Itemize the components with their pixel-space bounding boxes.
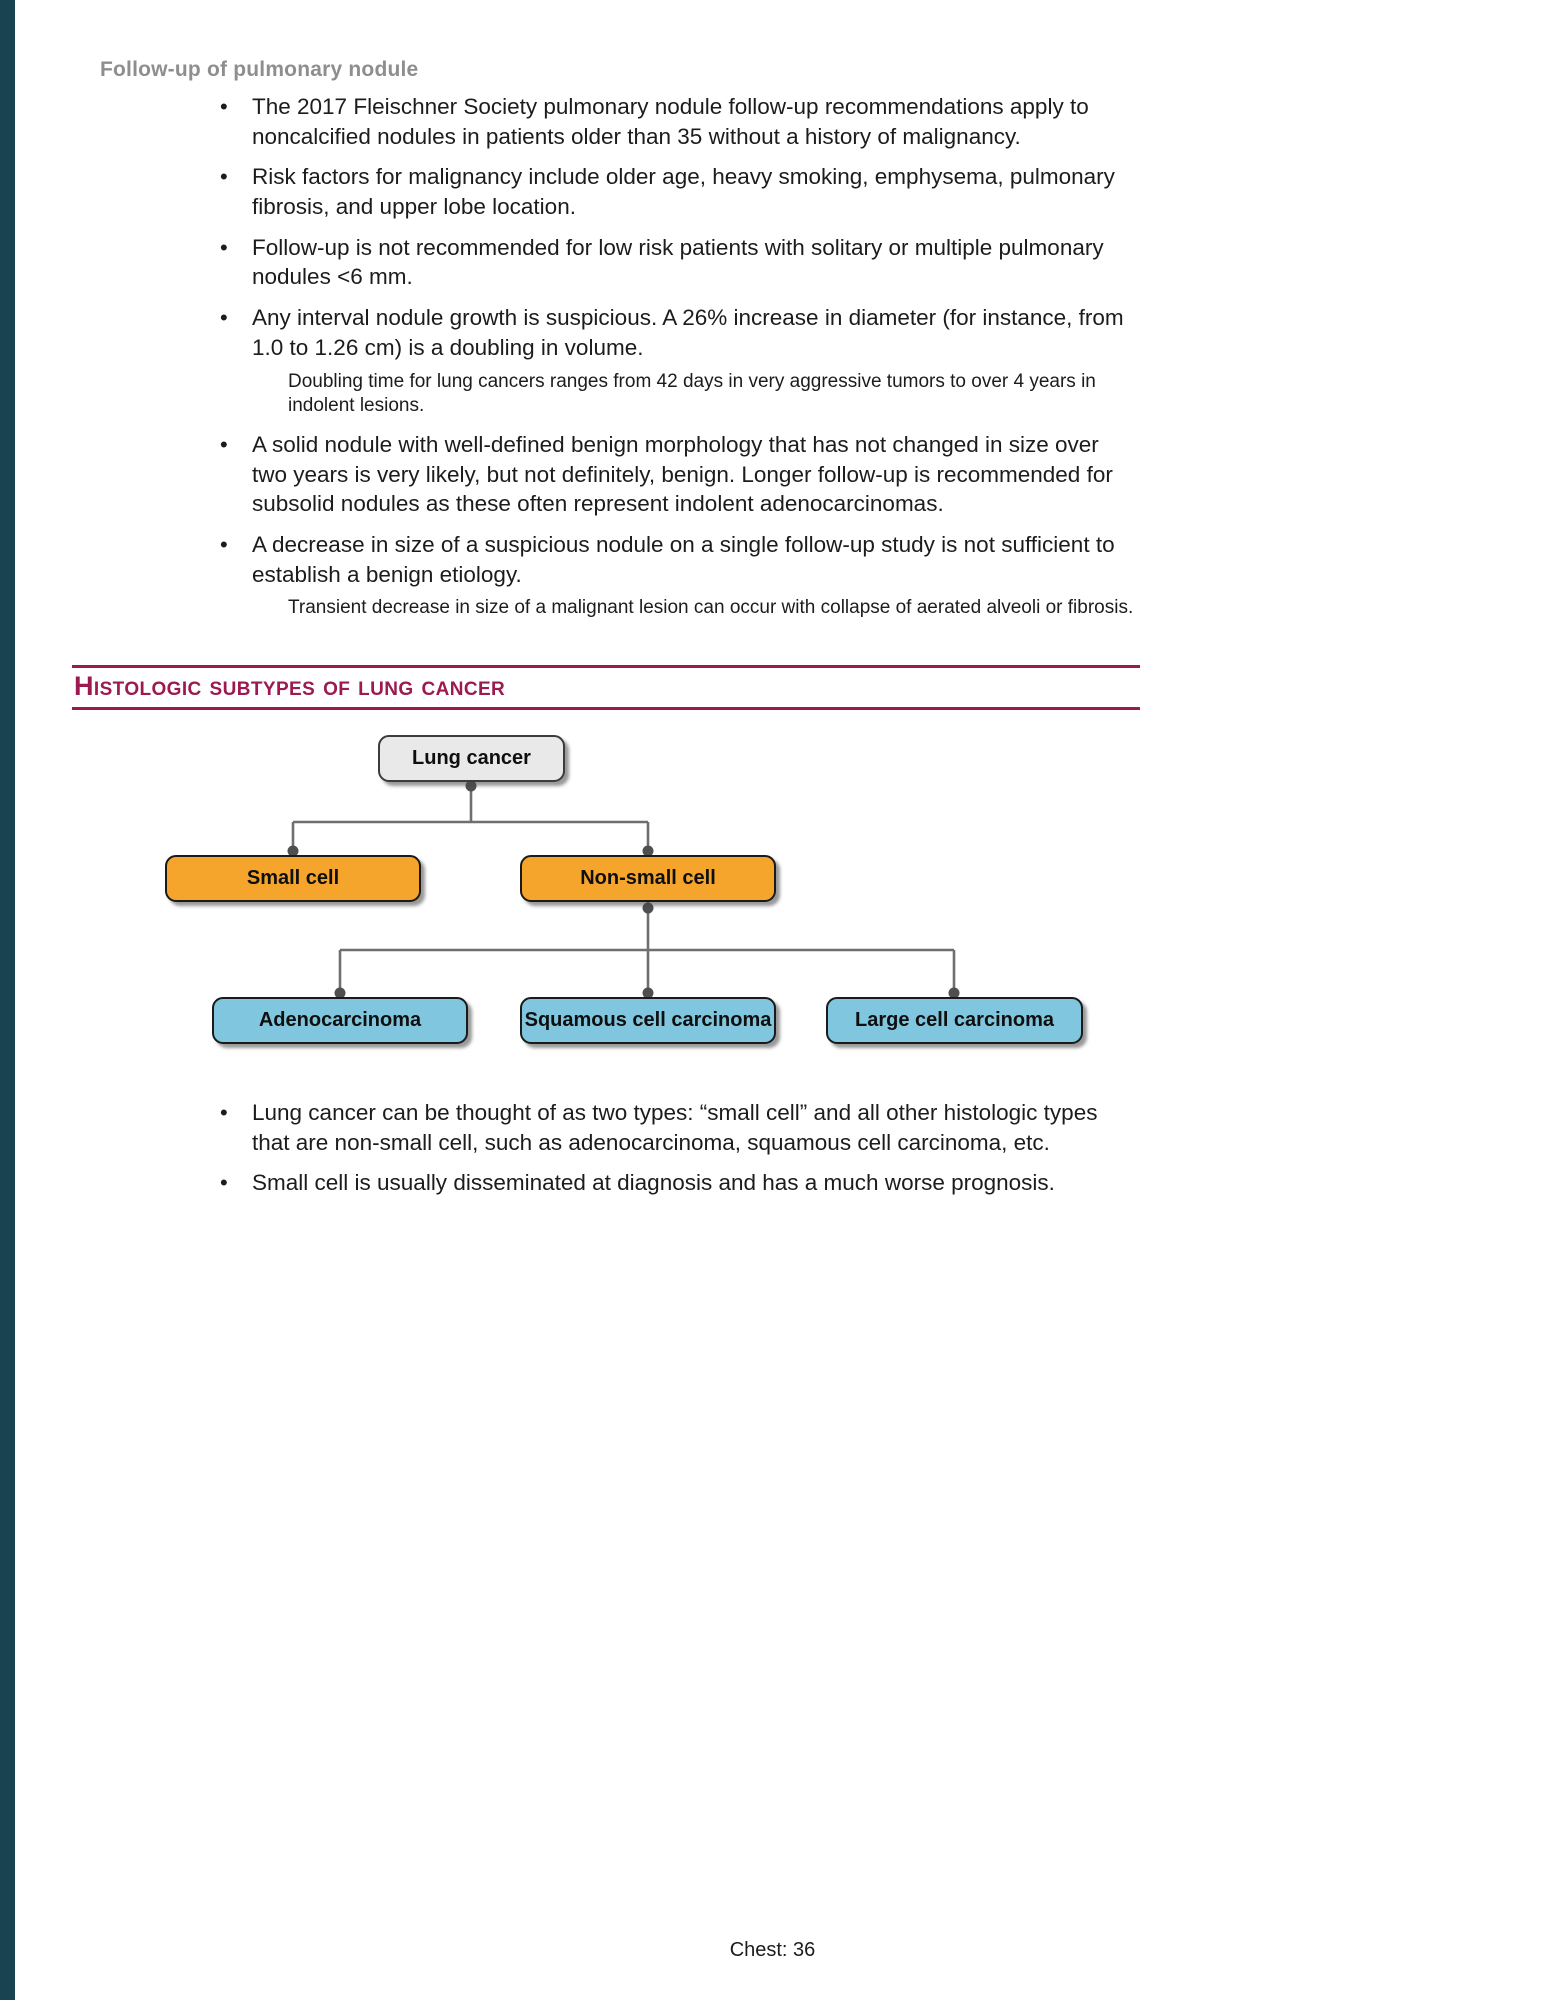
lung-cancer-flowchart: Lung cancer Small cell Non-small cell Ad… [0,732,1545,1062]
bullet-text: A solid nodule with well-defined benign … [252,431,1113,517]
bullet-subnote: Doubling time for lung cancers ranges fr… [288,370,1096,417]
page-number: Chest: 36 [729,1939,816,1961]
bullet-text: Risk factors for malignancy include olde… [252,164,1115,220]
node-non-small-cell: Non-small cell [520,855,776,902]
node-small-cell: Small cell [165,855,421,902]
bullet-item: Any interval nodule growth is suspicious… [218,303,1138,419]
bullet-list-top: The 2017 Fleischner Society pulmonary no… [218,92,1138,621]
flowchart-connectors [287,780,960,999]
bullet-item: Follow-up is not recommended for low ris… [218,233,1138,292]
bullet-item: Small cell is usually disseminated at di… [218,1168,1138,1198]
bullet-item: The 2017 Fleischner Society pulmonary no… [218,92,1138,151]
bullet-list-bottom: Lung cancer can be thought of as two typ… [218,1098,1138,1198]
page-accent-bar [0,0,15,2000]
node-lung-cancer: Lung cancer [378,735,565,782]
subsection-heading: Follow-up of pulmonary nodule [100,58,419,81]
bullet-item: A decrease in size of a suspicious nodul… [218,530,1138,621]
bullet-item: Risk factors for malignancy include olde… [218,162,1138,221]
bullet-text: Follow-up is not recommended for low ris… [252,234,1104,290]
section-heading-rule-block: Histologic subtypes of lung cancer [72,665,1140,710]
bullet-text: Any interval nodule growth is suspicious… [252,305,1124,360]
bullet-subnote: Transient decrease in size of a malignan… [288,597,1134,619]
page-footer: Chest: 36 [0,1939,1545,1962]
page-content: Follow-up of pulmonary nodule The 2017 F… [0,0,1545,1198]
bullet-text: A decrease in size of a suspicious nodul… [252,531,1115,587]
bullet-text: The 2017 Fleischner Society pulmonary no… [252,94,1089,149]
bullet-text: Lung cancer can be thought of as two typ… [252,1100,1098,1155]
section-heading: Histologic subtypes of lung cancer [74,671,506,701]
bullet-text: Small cell is usually disseminated at di… [252,1170,1055,1196]
node-adenocarcinoma: Adenocarcinoma [212,997,468,1044]
bullet-item: Lung cancer can be thought of as two typ… [218,1098,1138,1157]
node-large-cell-carcinoma: Large cell carcinoma [826,997,1083,1044]
bullet-item: A solid nodule with well-defined benign … [218,430,1138,519]
node-squamous-cell-carcinoma: Squamous cell carcinoma [520,997,776,1044]
